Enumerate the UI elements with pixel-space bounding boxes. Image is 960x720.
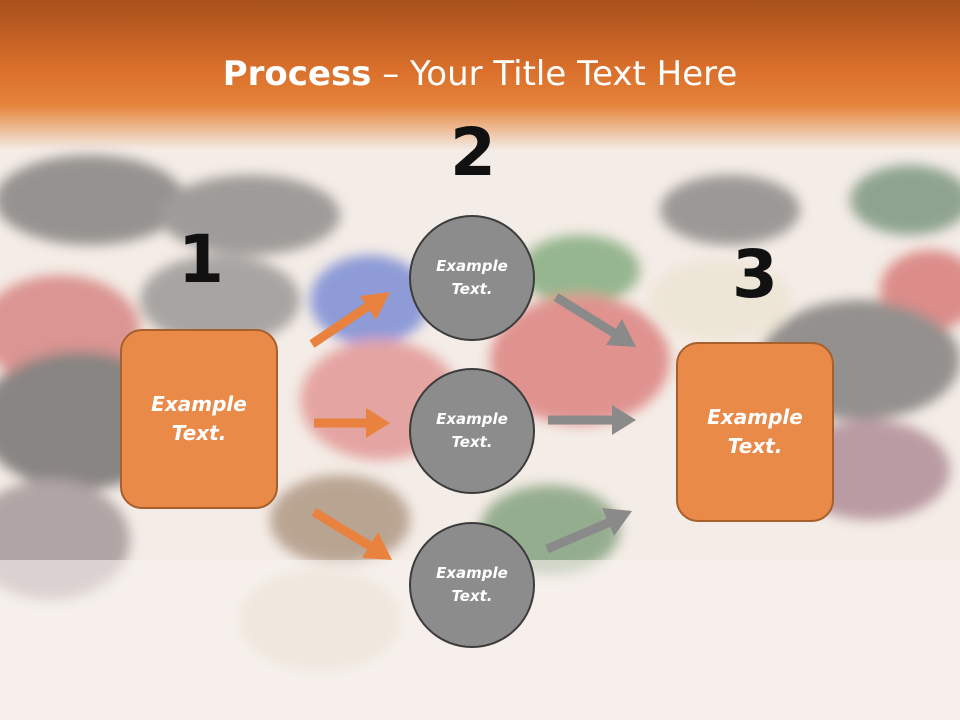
step-1-box: Example Text. [120,329,278,509]
circle-middle-line1: Example [436,410,508,428]
step-number-3: 3 [732,236,778,313]
step-1-line1: Example [151,392,247,416]
step-3-line2: Text. [727,434,783,458]
step-2-circle-bottom: Example Text. [409,522,535,648]
arrow-orange-down [311,508,392,560]
title-rest: – Your Title Text Here [371,54,738,94]
step-number-1: 1 [178,221,224,298]
arrow-gray-right [548,405,636,435]
arrow-gray-up [545,508,632,554]
step-number-2: 2 [450,114,496,191]
step-2-circle-top: Example Text. [409,215,535,341]
arrow-orange-right [314,408,390,438]
arrow-orange-up [309,292,390,348]
step-1-line2: Text. [171,421,227,445]
step-3-line1: Example [707,405,803,429]
circle-middle-line2: Text. [451,433,493,451]
step-3-box: Example Text. [676,342,834,522]
circle-top-line1: Example [436,257,508,275]
circle-bottom-line2: Text. [451,587,493,605]
circle-bottom-line1: Example [436,564,508,582]
header-band [0,0,960,150]
circle-top-line2: Text. [451,280,493,298]
step-2-circle-middle: Example Text. [409,368,535,494]
arrow-gray-down [553,293,636,347]
slide-title: Process – Your Title Text Here [0,52,960,96]
title-bold: Process [222,54,372,94]
